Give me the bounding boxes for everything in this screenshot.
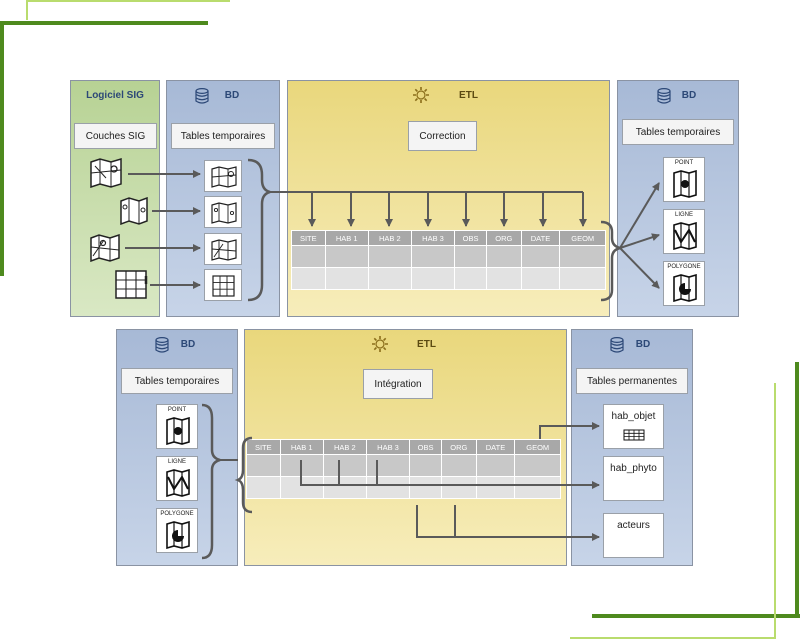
output-polygon-label: POLYGONE (667, 264, 701, 270)
output-polygon: POLYGONE (663, 261, 705, 306)
line-icon (166, 469, 190, 497)
map-icon (211, 166, 237, 188)
database-icon (657, 88, 671, 104)
bd-bottom-right-tables-label: Tables permanentes (576, 368, 688, 394)
col-geom: GEOM (514, 439, 561, 455)
output-hab-objet: hab_objet (603, 404, 664, 449)
etl-top-title: ETL (459, 90, 478, 101)
table-row (246, 454, 561, 477)
map-icon (211, 202, 237, 224)
map-icon (120, 197, 148, 225)
corner-line-dark-top (0, 21, 208, 25)
sig-layers-box: Couches SIG (74, 123, 157, 149)
col-hab1: HAB 1 (324, 230, 369, 246)
input-polygon-label: POLYGONE (160, 511, 194, 517)
corner-line-light-right (774, 383, 776, 639)
bd-bottom-left-title: BD (180, 339, 196, 350)
etl-integration-box: Intégration (363, 369, 433, 399)
corner-line-dark-left (0, 21, 4, 276)
temp-table-4 (204, 269, 242, 301)
table-grid-icon (115, 270, 148, 299)
table-row (291, 267, 606, 290)
output-line: LIGNE (663, 209, 705, 254)
col-hab2: HAB 2 (322, 439, 367, 455)
output-hab-phyto-label: hab_phyto (610, 463, 657, 474)
etl-top-table-header: SITE HAB 1 HAB 2 HAB 3 OBS ORG DATE GEOM (291, 230, 606, 246)
corner-line-light-bottom (570, 637, 776, 639)
table-grid-icon (212, 275, 235, 297)
etl-bottom-title: ETL (417, 339, 436, 350)
input-polygon: POLYGONE (156, 508, 198, 553)
table-grid-icon (623, 429, 645, 441)
bd-panel-top-right: BD Tables temporaires POINT LIGNE POLYGO… (617, 80, 739, 317)
input-point-label: POINT (167, 407, 187, 413)
database-icon (195, 88, 209, 104)
corner-line-dark-bottom (592, 614, 800, 618)
bottom-arrows (201, 403, 600, 560)
col-hab3: HAB 3 (410, 230, 456, 246)
top-arrows (125, 158, 660, 302)
bd-top-left-title: BD (224, 90, 240, 101)
corner-line-light-top (26, 0, 230, 2)
output-point: POINT (663, 157, 705, 202)
point-icon (166, 417, 190, 445)
temp-table-3 (204, 233, 242, 265)
map-icon (90, 158, 122, 188)
gear-icon (413, 87, 429, 103)
temp-table-1 (204, 160, 242, 192)
output-hab-objet-label: hab_objet (611, 411, 656, 422)
col-hab2: HAB 2 (367, 230, 412, 246)
polygon-icon (673, 274, 697, 302)
corner-line-dark-right (795, 362, 799, 618)
output-hab-phyto: hab_phyto (603, 456, 664, 501)
polygon-icon (166, 521, 190, 549)
input-point: POINT (156, 404, 198, 449)
corner-line-light-left (26, 0, 28, 20)
bd-bottom-left-tables-label: Tables temporaires (121, 368, 233, 394)
col-org: ORG (441, 439, 477, 455)
col-date: DATE (520, 230, 561, 246)
col-geom: GEOM (559, 230, 606, 246)
table-row (246, 476, 561, 499)
bd-panel-bottom-right: BD Tables permanentes hab_objet hab_phyt… (571, 329, 693, 566)
database-icon (610, 337, 624, 353)
output-line-label: LIGNE (674, 212, 693, 218)
col-date: DATE (475, 439, 516, 455)
bd-top-right-tables-label: Tables temporaires (622, 119, 734, 145)
etl-correction-box: Correction (408, 121, 477, 151)
output-acteurs-label: acteurs (617, 520, 650, 531)
bd-top-left-tables-label: Tables temporaires (171, 123, 275, 149)
bd-panel-bottom-left: BD Tables temporaires POINT LIGNE POLYGO… (116, 329, 238, 566)
bd-bottom-right-title: BD (635, 339, 651, 350)
output-point-label: POINT (674, 160, 694, 166)
gear-icon (372, 336, 388, 352)
input-line-label: LIGNE (167, 459, 186, 465)
output-acteurs: acteurs (603, 513, 664, 558)
map-icon (90, 234, 120, 262)
col-org: ORG (486, 230, 522, 246)
etl-bottom-table: SITE HAB 1 HAB 2 HAB 3 OBS ORG DATE GEOM (246, 439, 561, 499)
col-site: SITE (291, 230, 326, 246)
temp-table-2 (204, 196, 242, 228)
sig-panel-title: Logiciel SIG (86, 90, 144, 101)
point-icon (673, 170, 697, 198)
bd-top-right-title: BD (681, 90, 697, 101)
database-icon (155, 337, 169, 353)
map-icon (211, 239, 237, 261)
input-line: LIGNE (156, 456, 198, 501)
table-row (291, 245, 606, 268)
etl-top-table: SITE HAB 1 HAB 2 HAB 3 OBS ORG DATE GEOM (291, 230, 606, 290)
line-icon (673, 222, 697, 250)
